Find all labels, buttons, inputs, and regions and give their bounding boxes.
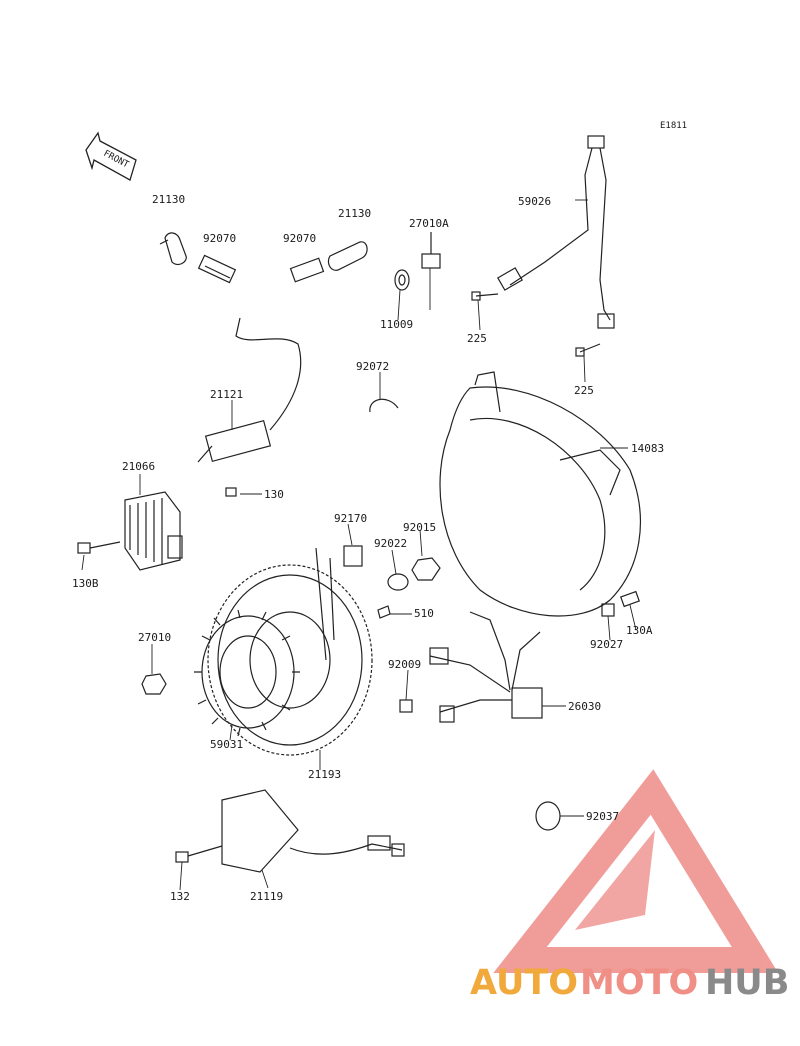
label-225-bottom: 225 [574,384,594,397]
bolt-130B [77,541,121,554]
part-labels: 21130 92070 92070 21130 27010A 11009 590… [72,193,664,903]
cdi-unit [221,789,405,873]
label-21193: 21193 [308,768,341,781]
label-26030: 26030 [568,700,601,713]
label-130B: 130B [72,577,99,590]
label-92022: 92022 [374,537,407,550]
label-27010: 27010 [138,631,171,644]
label-510: 510 [414,607,434,620]
flywheel-cover [439,371,641,617]
label-92009: 92009 [388,658,421,671]
stator-coil [194,609,300,737]
regulator-rectifier [124,491,183,571]
label-92072: 92072 [356,360,389,373]
spark-plug-left [197,254,237,284]
bolt-225-top [471,291,499,301]
label-92027: 92027 [590,638,623,651]
sensor-27010 [141,673,167,695]
label-27010A: 27010A [409,217,449,230]
clamp-92037 [535,801,561,831]
watermark-word-3: HUB [705,963,789,1003]
label-92037: 92037 [586,810,619,823]
wire-harness-26030 [429,611,543,723]
spark-plug-cap-right [327,241,368,271]
label-132: 132 [170,890,190,903]
label-21121: 21121 [210,388,243,401]
label-59026: 59026 [518,195,551,208]
wire-harness-59026 [497,135,615,329]
label-21066: 21066 [122,460,155,473]
label-130A: 130A [626,624,653,637]
watermark-word-2: MOTO [580,963,698,1003]
washer-92022 [387,573,409,591]
label-14083: 14083 [631,442,664,455]
label-92070-left: 92070 [203,232,236,245]
watermark-logo-icon [493,769,779,973]
label-92170: 92170 [334,512,367,525]
label-21130-left: 21130 [152,193,185,206]
label-225-top: 225 [467,332,487,345]
leader-lines [81,199,637,891]
nut-92015 [411,557,441,581]
label-130: 130 [264,488,284,501]
flywheel-rotor [207,564,373,756]
spark-plug-right [289,257,325,283]
label-11009: 11009 [380,318,413,331]
spark-plug-cap-left [159,232,187,266]
bolt-92009 [399,699,413,713]
label-92070-right: 92070 [283,232,316,245]
front-arrow-icon: FRONT [85,131,137,181]
watermark-word-1: AUTO [470,963,578,1003]
ignition-coil [197,317,302,463]
diagram-code: E1811 [660,121,687,131]
label-21119: 21119 [250,890,283,903]
key-510 [377,605,391,619]
bracket-92027 [601,603,615,617]
clip-92072 [369,398,399,413]
bolt-130A [620,590,640,608]
bolt-132 [175,845,223,863]
washer-11009 [394,269,410,291]
sensor-27010A [421,232,441,269]
bolt-130 [225,487,237,497]
rotor-lead-wires [315,545,363,661]
watermark-text: AUTO MOTO HUB [470,963,789,1003]
label-59031: 59031 [210,738,243,751]
bolt-225-bottom [575,343,601,357]
label-92015: 92015 [403,521,436,534]
label-21130-right: 21130 [338,207,371,220]
